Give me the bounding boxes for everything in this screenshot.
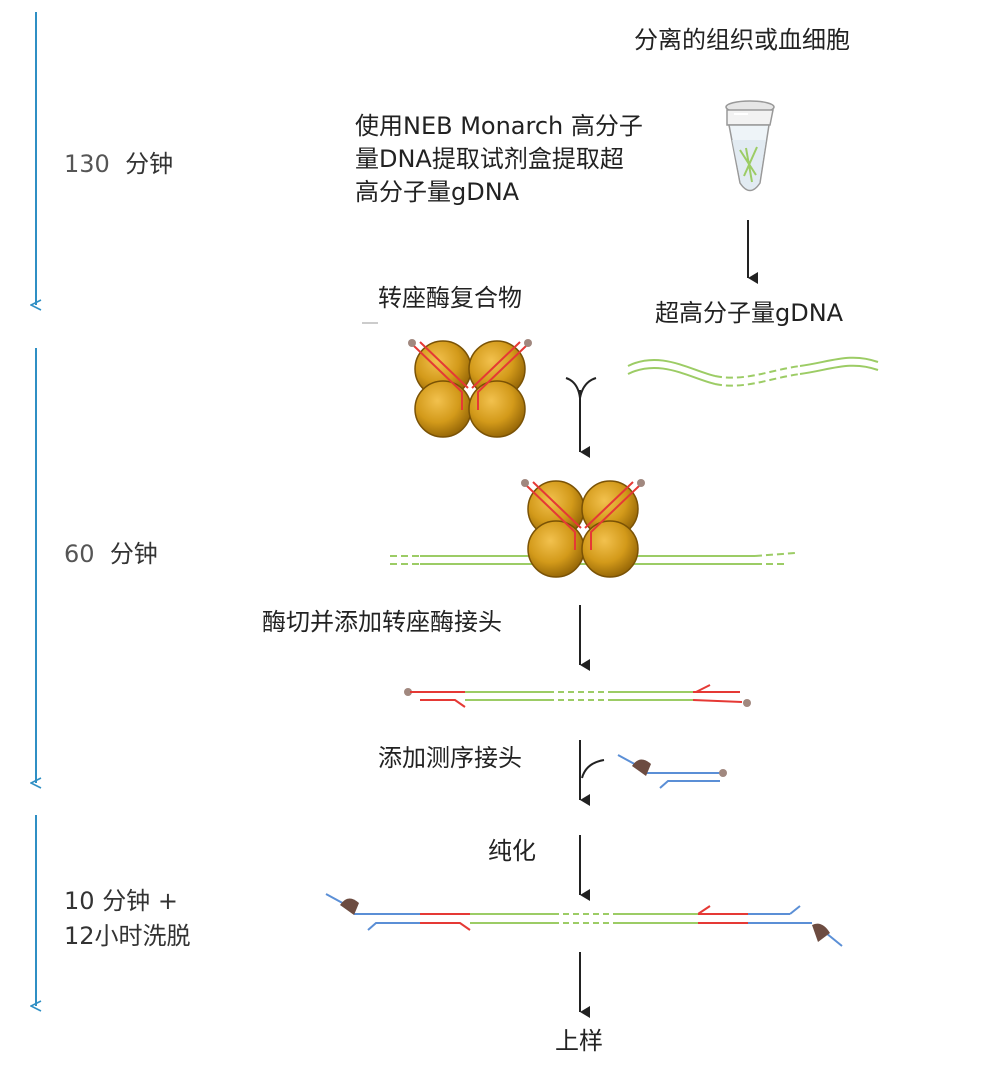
phase-time-2: 60 分钟: [64, 540, 158, 568]
motor-protein-icon: [632, 759, 651, 776]
microcentrifuge-tube-icon: [725, 100, 775, 192]
transposome-bound-dna: [390, 479, 796, 578]
transposome-complex: [362, 322, 532, 438]
phase-time-3: 10 分钟 + 12小时洗脱: [64, 887, 191, 950]
flow-arrows: [565, 220, 758, 1018]
phase-time-1: 130 分钟: [64, 150, 174, 178]
merge-curve-left: [565, 377, 581, 399]
merge-curve-right: [579, 377, 597, 399]
sequencing-adapter: [617, 754, 727, 789]
cleanup-label: 纯化: [488, 837, 536, 865]
hmw-gdna-strand: [627, 356, 879, 387]
extraction-label: 使用NEB Monarch 高分子 量DNA提取试剂盒提取超 高分子量gDNA: [355, 112, 643, 206]
hmw-dna-label: 超高分子量gDNA: [655, 299, 844, 327]
final-library-fragment: [325, 893, 843, 947]
add-adapter-label: 添加测序接头: [378, 744, 522, 772]
source-label: 分离的组织或血细胞: [634, 26, 850, 54]
tagmentation-label: 酶切并添加转座酶接头: [262, 608, 502, 636]
motor-protein-icon: [812, 923, 830, 942]
transposome-label: 转座酶复合物: [378, 284, 522, 312]
motor-protein-icon: [340, 898, 359, 915]
load-label: 上样: [555, 1027, 603, 1055]
tagmented-fragment: [404, 684, 751, 708]
merge-curve-adapter: [581, 759, 605, 779]
